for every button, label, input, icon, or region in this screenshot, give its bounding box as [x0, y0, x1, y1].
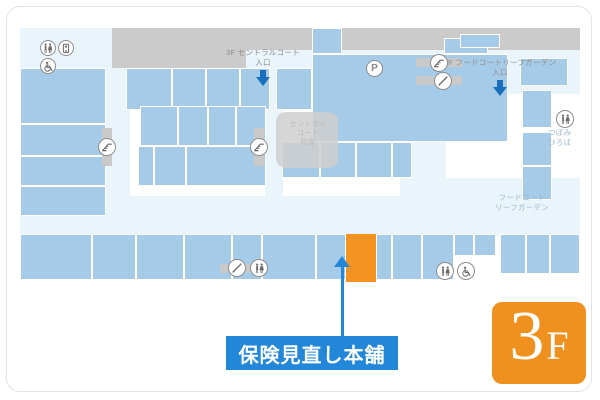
store-block[interactable] — [500, 234, 526, 274]
store-block[interactable] — [550, 234, 580, 274]
corridor-inner-ring-v — [108, 82, 130, 216]
store-block[interactable] — [522, 166, 552, 200]
store-block[interactable] — [376, 234, 392, 280]
label-food-court-entrance: 3F フードコートリーフガーデン 入口 — [443, 58, 557, 77]
store-block[interactable] — [526, 234, 550, 274]
label-tsubomi-hiroba: つぼみ ひろば — [548, 128, 572, 147]
store-block[interactable] — [392, 234, 422, 280]
elevator-glyph — [232, 263, 242, 273]
highlighted-store-block[interactable] — [346, 234, 376, 282]
store-block[interactable] — [312, 28, 342, 54]
store-block[interactable] — [520, 58, 568, 86]
escalator-icon[interactable] — [250, 138, 268, 156]
label-food-court-leaf-garden: フードコート リーフガーデン — [494, 193, 550, 212]
floor-badge: 3 F — [492, 302, 586, 384]
corridor-bottom-band — [20, 214, 580, 236]
food-court-entrance-arrow — [493, 80, 507, 96]
store-block[interactable] — [154, 146, 186, 186]
baby-room-icon[interactable] — [58, 40, 74, 56]
store-block[interactable] — [522, 132, 552, 166]
store-block[interactable] — [474, 234, 496, 256]
corridor-inner-ring-h-bottom — [108, 196, 408, 218]
store-block[interactable] — [20, 156, 106, 186]
store-block[interactable] — [522, 90, 552, 128]
store-block[interactable] — [392, 142, 412, 178]
central-court-entrance-arrow — [256, 70, 270, 86]
wheelchair-glyph — [461, 266, 471, 277]
floor-suffix: F — [546, 323, 569, 368]
callout-arrow-head — [334, 256, 350, 267]
store-callout[interactable]: 保険見直し本舗 — [226, 336, 398, 370]
escalator-glyph — [102, 143, 112, 152]
elevator-icon[interactable] — [228, 259, 246, 277]
restroom-glyph — [44, 43, 53, 53]
escalator-icon[interactable] — [98, 138, 116, 156]
store-block[interactable] — [454, 234, 474, 256]
elevator-icon[interactable] — [434, 72, 452, 90]
central-court-atrium-shape — [276, 112, 338, 168]
store-block[interactable] — [92, 234, 136, 280]
restroom-glyph — [255, 263, 264, 273]
store-block[interactable] — [208, 106, 236, 146]
store-callout-label: 保険見直し本舗 — [238, 342, 386, 367]
wheelchair-icon[interactable] — [40, 58, 56, 74]
parking-icon[interactable]: P — [366, 60, 383, 77]
store-block[interactable] — [20, 234, 92, 280]
floor-map[interactable]: セントラル コート 吹抜 — [20, 28, 580, 286]
restroom-icon[interactable] — [40, 40, 56, 56]
callout-leader-line — [341, 264, 344, 338]
store-block[interactable] — [126, 68, 172, 110]
store-block[interactable] — [172, 68, 206, 110]
store-block[interactable] — [184, 234, 232, 280]
store-block[interactable] — [276, 68, 312, 110]
restroom-icon[interactable] — [556, 110, 574, 128]
store-block[interactable] — [262, 234, 316, 280]
store-block[interactable] — [460, 34, 500, 48]
escalator-glyph — [254, 143, 264, 152]
escalator-icon[interactable] — [430, 54, 448, 72]
restroom-glyph — [561, 114, 570, 124]
elevator-glyph — [438, 76, 448, 86]
label-central-court-atrium: セントラル コート 吹抜 — [289, 121, 327, 146]
baby-room-glyph — [62, 43, 70, 53]
store-block[interactable] — [356, 142, 392, 178]
store-block[interactable] — [20, 186, 106, 216]
wheelchair-glyph — [43, 61, 53, 72]
store-block[interactable] — [136, 234, 184, 280]
wheelchair-icon[interactable] — [457, 262, 475, 280]
restroom-icon[interactable] — [250, 259, 268, 277]
escalator-glyph — [434, 59, 444, 68]
restroom-glyph — [441, 266, 450, 276]
store-block[interactable] — [20, 124, 106, 156]
store-block[interactable] — [138, 146, 154, 186]
store-block[interactable] — [140, 106, 178, 146]
store-block[interactable] — [20, 68, 106, 124]
floor-number: 3 — [509, 298, 545, 375]
store-block-large-right[interactable] — [312, 54, 508, 142]
corridor-right-lower — [445, 178, 580, 236]
store-block[interactable] — [178, 106, 208, 146]
store-block[interactable] — [206, 68, 240, 110]
label-central-court-entrance: 3F セントラルコート 入口 — [226, 48, 300, 67]
restroom-icon[interactable] — [436, 262, 454, 280]
